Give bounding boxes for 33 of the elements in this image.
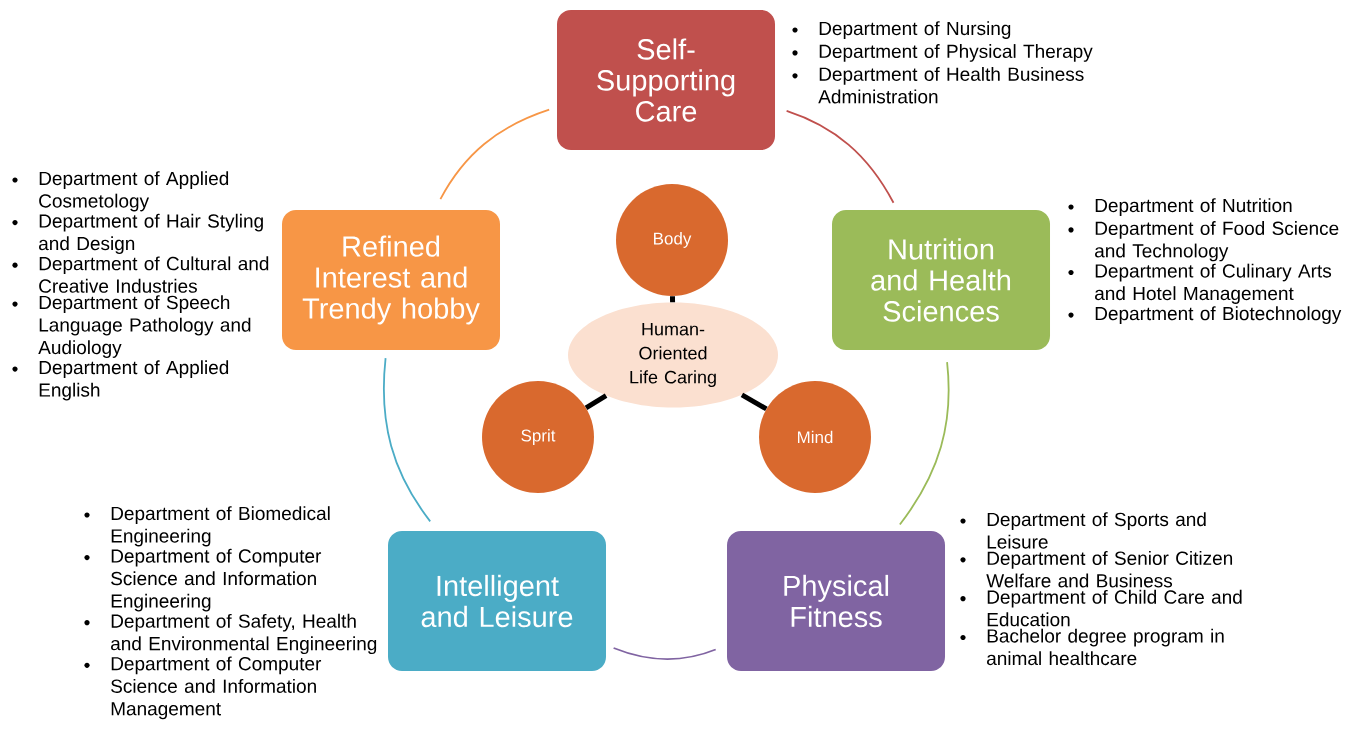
connector-line [670, 296, 676, 303]
bullet-item: Department of Nursing [819, 21, 1011, 39]
bullet-item: Department of Computer Science and Information Engineering [111, 548, 322, 612]
bullet-item: Department of Health Business Administration [818, 67, 1084, 104]
bullet-item: Department of Computer Science and Information Management [111, 656, 322, 720]
bullet-item: Department of Food Science and Technology [1095, 221, 1339, 262]
bullet-item: Department of Nutrition [1095, 198, 1292, 216]
arc-connector [898, 361, 950, 526]
category-box: Physical Fitness [727, 531, 945, 671]
bullet-item: Department of Cultural and Creative Industries [39, 256, 269, 293]
category-box: Nutrition and Health Sciences [832, 210, 1050, 350]
category-box: Refined Interest and Trendy hobby [282, 210, 500, 350]
bullet-item: Department of Culinary Arts and Hotel Management [1095, 263, 1332, 304]
arc-connector [785, 110, 895, 204]
bullet-item: Department of Sports and Leisure [987, 512, 1206, 549]
connector-line [740, 392, 768, 412]
bullet-item: Department of Senior Citizen Welfare and Business [986, 551, 1233, 588]
arc-connector [439, 108, 551, 201]
bullet-item: Department of Speech Language Pathology and Audiology [38, 295, 251, 358]
category-box: Self-Supporting Care [557, 10, 775, 150]
connector-line [584, 393, 608, 410]
bullet-item: Department of Safety, Health and Environmental Engineering [111, 613, 377, 655]
arc-connector [382, 357, 432, 523]
bullet-item: Department of Applied Cosmetology [39, 171, 229, 212]
bullet-item: Department of Child Care and Education [987, 589, 1242, 627]
bullet-item: Bachelor degree program in animal healthcare [987, 628, 1224, 666]
arc-connector [612, 647, 717, 661]
bullet-item: Department of Biotechnology [1095, 306, 1342, 324]
bullet-item: Department of Physical Therapy [819, 44, 1093, 62]
category-box: Intelligent and Leisure [388, 531, 606, 671]
bullet-item: Department of Applied English [39, 360, 229, 401]
bullet-item: Department of Hair Styling and Design [39, 213, 263, 254]
bullet-item: Department of Biomedical Engineering [111, 506, 330, 547]
